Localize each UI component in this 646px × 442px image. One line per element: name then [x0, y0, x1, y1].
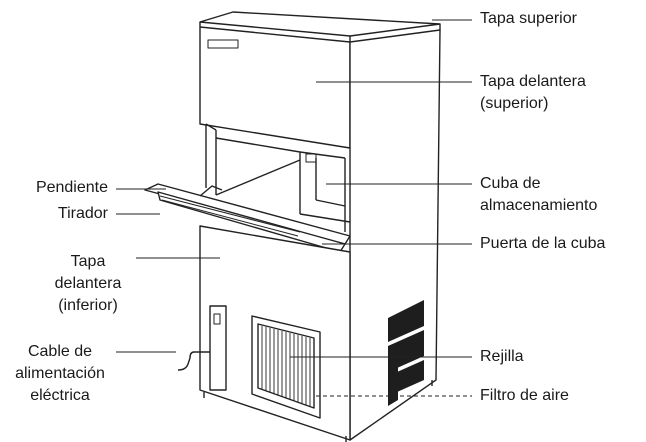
label-tapa-delantera-superior-line2: (superior) — [480, 95, 549, 112]
label-rejilla: Rejilla — [480, 348, 524, 365]
side-air-vents — [388, 300, 424, 406]
cable-slot — [209, 305, 227, 391]
label-cable-line1: Cable de — [27, 343, 93, 360]
label-tapa-delantera-superior-line1: Tapa delantera — [480, 73, 586, 90]
label-cable-line2: alimentación — [15, 365, 105, 382]
label-puerta-cuba: Puerta de la cuba — [480, 235, 606, 252]
label-tapa-inferior-line2: delantera — [54, 275, 122, 292]
label-tirador: Tirador — [57, 205, 108, 222]
label-cuba-line2: almacenamiento — [480, 197, 598, 214]
brand-plate — [207, 39, 239, 49]
label-tapa-inferior-line1: Tapa — [70, 253, 106, 270]
label-pendiente: Pendiente — [35, 179, 108, 196]
power-cable — [177, 351, 210, 371]
label-tapa-superior: Tapa superior — [480, 10, 577, 27]
label-cuba-line1: Cuba de — [480, 175, 541, 192]
label-tapa-inferior-line3: (inferior) — [58, 297, 118, 314]
label-filtro-aire: Filtro de aire — [480, 387, 569, 404]
label-cable-line3: eléctrica — [30, 387, 90, 404]
